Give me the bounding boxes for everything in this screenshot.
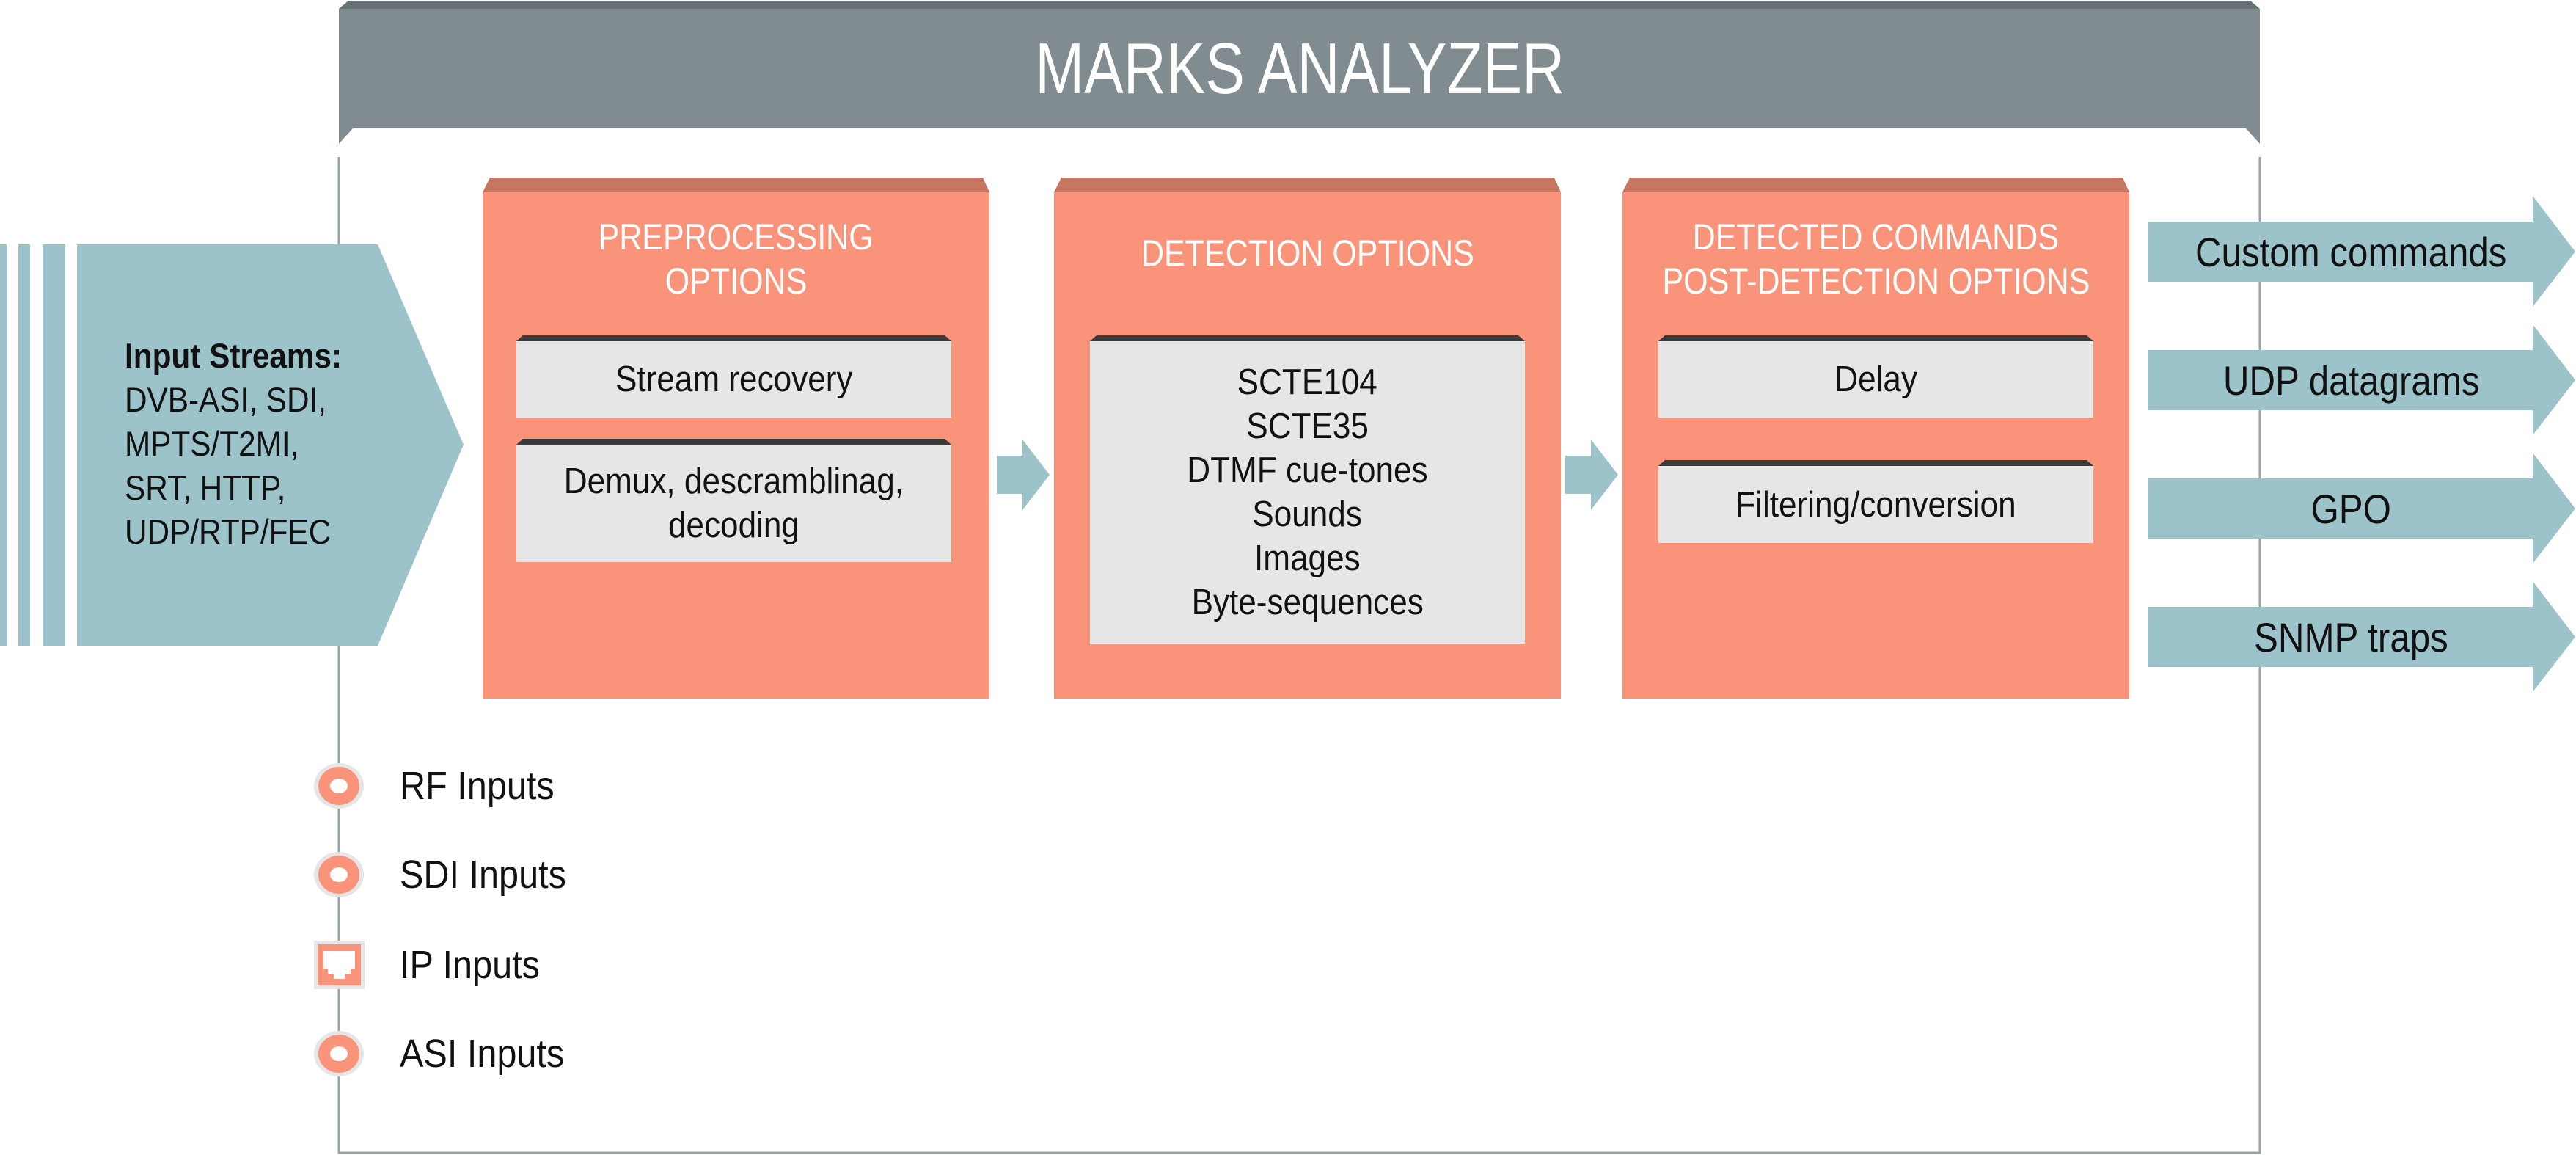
detection-method: Byte-sequences [1191, 583, 1424, 622]
option-label: Filtering/conversion [1735, 484, 2016, 525]
panel-title-line: DETECTED COMMANDS [1692, 216, 2060, 258]
input-streams-line: SRT, HTTP, [125, 468, 286, 507]
detection-method: SCTE104 [1237, 362, 1378, 402]
legend-ip-inputs: IP Inputs [400, 943, 555, 987]
legend-label: IP Inputs [400, 943, 540, 987]
output-arrows [2148, 196, 2575, 692]
option-label: Delay [1834, 360, 1917, 399]
input-streams-heading: Input Streams: [125, 336, 343, 375]
option-delay: Delay [1658, 341, 2093, 418]
page-title-text: MARKS ANALYZER [1035, 28, 1565, 109]
output-label: SNMP traps [2254, 613, 2448, 660]
connector-arrow-1 [997, 440, 1050, 510]
option-filtering-conversion: Filtering/conversion [1658, 466, 2093, 543]
output-arrow-4 [2148, 581, 2575, 692]
input-streams-block: Input Streams: DVB-ASI, SDI, MPTS/T2MI, … [125, 334, 366, 554]
input-streams-line: DVB-ASI, SDI, [125, 380, 327, 419]
option-label: Stream recovery [615, 360, 853, 399]
legend-icons [314, 763, 365, 1076]
panel-title-line: POST-DETECTION OPTIONS [1662, 260, 2090, 302]
connector-round-icon [314, 852, 364, 897]
input-streams-line: UDP/RTP/FEC [125, 512, 332, 551]
output-label: UDP datagrams [2222, 357, 2480, 404]
output-label: Custom commands [2195, 228, 2507, 275]
output-arrow-1 [2148, 196, 2575, 307]
legend-label: ASI Inputs [400, 1032, 565, 1076]
header-banner [339, 1, 2260, 144]
detection-method: SCTE35 [1246, 407, 1369, 446]
panel-preprocessing-title: PREPROCESSING OPTIONS [483, 215, 989, 303]
output-arrow-2 [2148, 324, 2575, 435]
output-snmp-traps: SNMP traps [2148, 607, 2555, 667]
connector-arrow-2 [1565, 440, 1618, 510]
output-custom-commands: Custom commands [2148, 222, 2555, 282]
page-title: MARKS ANALYZER [339, 9, 2261, 128]
detection-method: Images [1254, 539, 1361, 578]
panel-detection-title: DETECTION OPTIONS [1054, 231, 1561, 275]
ethernet-port-icon [314, 941, 365, 989]
option-stream-recovery: Stream recovery [516, 341, 951, 418]
panel-title-line: DETECTION OPTIONS [1141, 233, 1474, 274]
input-streams-line: MPTS/T2MI, [125, 424, 299, 463]
panel-title-line: PREPROCESSING [598, 216, 874, 258]
detection-method: Sounds [1252, 495, 1363, 534]
output-udp-datagrams: UDP datagrams [2148, 350, 2555, 410]
detection-method: DTMF cue-tones [1187, 451, 1428, 490]
panel-post-detection-title: DETECTED COMMANDS POST-DETECTION OPTIONS [1622, 215, 2129, 303]
legend-label: SDI Inputs [400, 853, 566, 897]
option-label: Demux, descramblinag, [563, 462, 904, 501]
legend-rf-inputs: RF Inputs [400, 764, 571, 808]
panel-title-line: OPTIONS [665, 260, 808, 302]
option-demux: Demux, descramblinag, decoding [516, 445, 951, 562]
detection-methods-list: SCTE104 SCTE35 DTMF cue-tones Sounds Ima… [1090, 341, 1525, 644]
legend-asi-inputs: ASI Inputs [400, 1032, 582, 1076]
output-gpo: GPO [2148, 478, 2555, 539]
output-label: GPO [2310, 485, 2392, 532]
input-streams-shape [0, 244, 464, 646]
inner-box-bevels [516, 335, 2093, 466]
output-arrow-3 [2148, 453, 2575, 564]
connector-arrows [997, 440, 1618, 510]
legend-label: RF Inputs [400, 764, 555, 808]
option-label: decoding [667, 506, 800, 545]
legend-sdi-inputs: SDI Inputs [400, 853, 585, 897]
connector-round-icon [314, 1031, 364, 1076]
connector-round-icon [314, 763, 364, 809]
